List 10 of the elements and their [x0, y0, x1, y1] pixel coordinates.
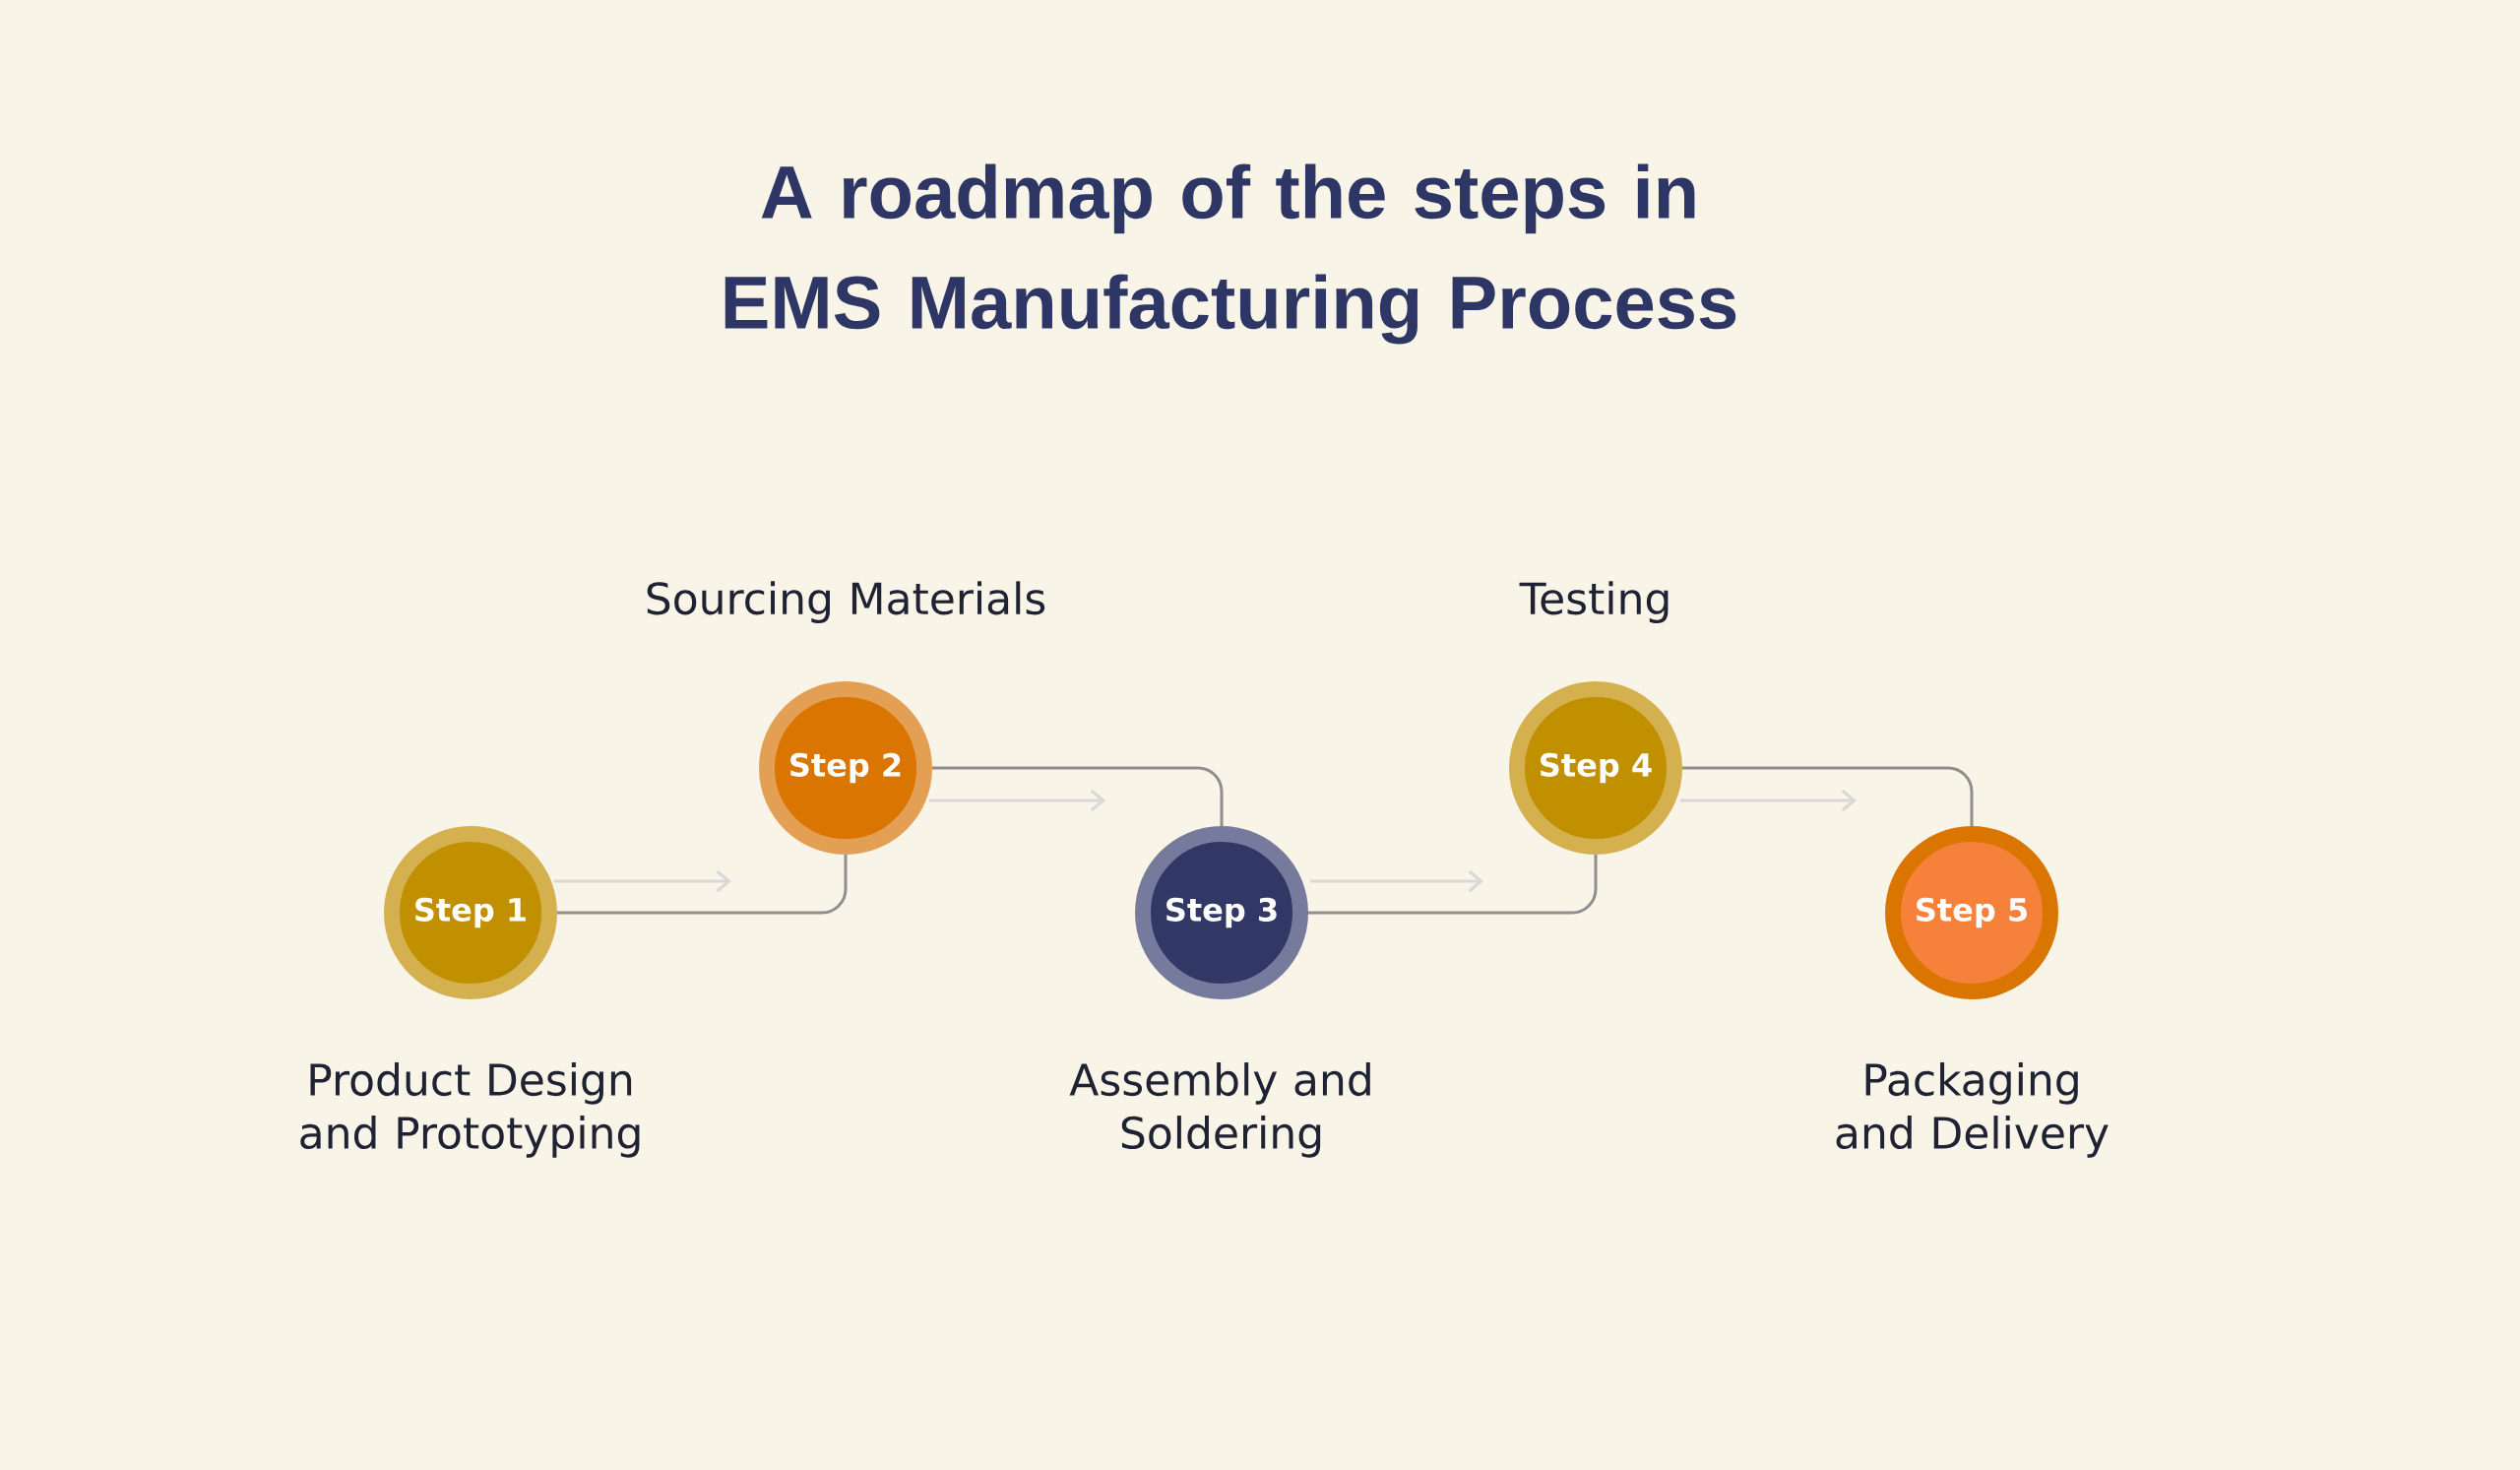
step-label: Product Design and Prototyping: [300, 1062, 640, 1158]
connector-line: [1682, 766, 1974, 826]
step-label: Assembly and Soldering: [1069, 1062, 1370, 1158]
connector-line: [1308, 855, 1598, 915]
connector-line: [932, 766, 1224, 826]
step-label: Sourcing Materials: [647, 581, 1045, 623]
step-label: Packaging and Delivery: [1836, 1062, 2109, 1158]
connector-line: [557, 855, 848, 915]
title: A roadmap of the steps in EMS Manufacturing Process: [724, 163, 1736, 345]
step-label: Testing: [1519, 581, 1669, 623]
